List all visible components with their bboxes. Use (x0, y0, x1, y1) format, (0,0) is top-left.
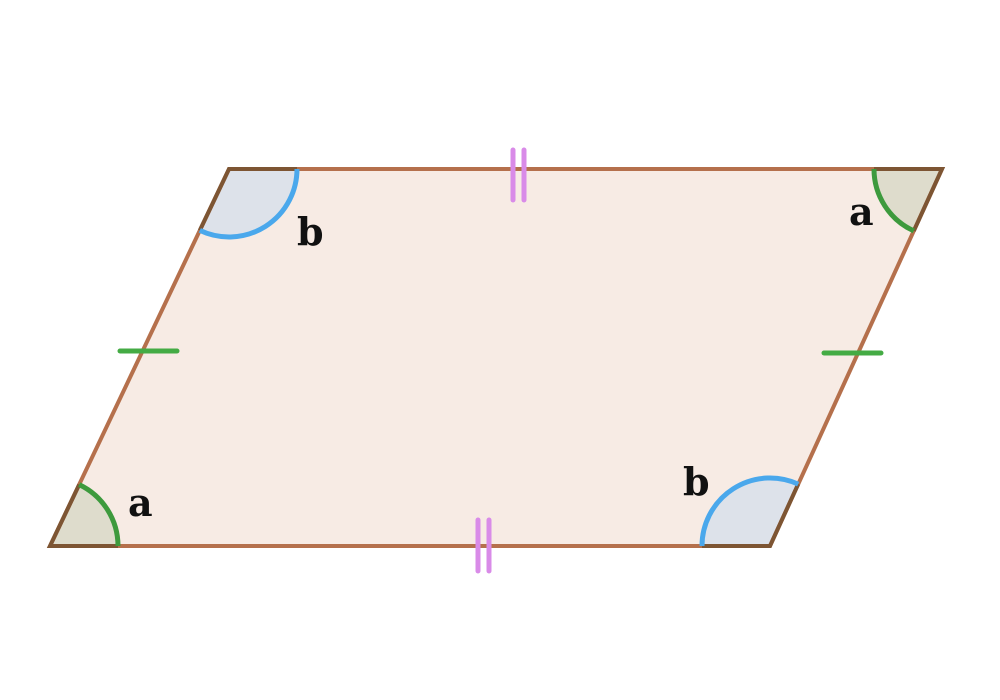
angle-a-arc-top-right (871, 168, 915, 234)
parallelogram-body (50, 169, 942, 546)
label-bottom-right: b (683, 459, 710, 504)
angle-a-sector-bottom-left (50, 484, 118, 546)
angle-b-arc-top-left (198, 168, 300, 240)
angle-b-arc-bottom-right (699, 475, 800, 547)
angle-a-sector-top-right (874, 169, 942, 231)
angle-a-arc-bottom-left (78, 482, 121, 547)
double-tick-top (510, 147, 527, 203)
sector-edge-shading (46, 167, 946, 548)
label-top-right: a (849, 189, 874, 234)
label-top-left: b (297, 209, 324, 254)
label-bottom-left: a (128, 480, 153, 525)
double-tick-bottom (475, 517, 492, 574)
